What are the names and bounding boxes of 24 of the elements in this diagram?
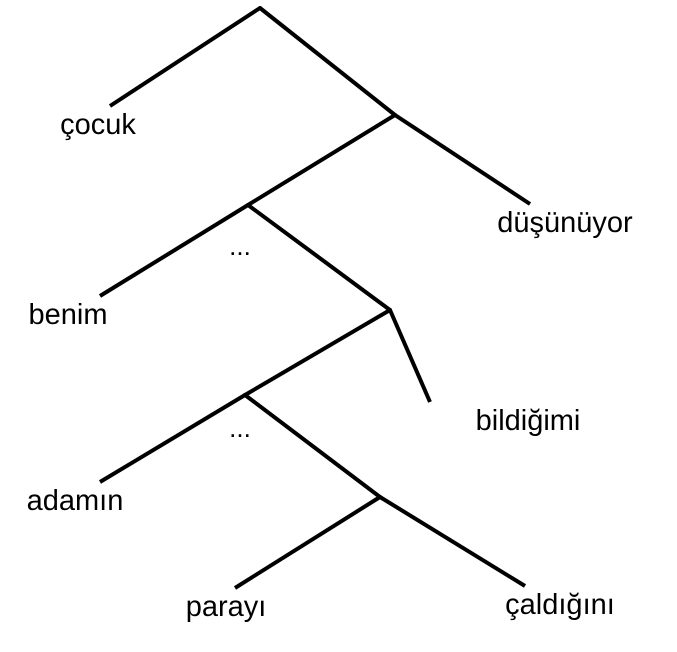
branch-point	[258, 6, 262, 10]
tree-branch	[244, 393, 382, 499]
tree-branch	[244, 308, 392, 397]
word-label: düşünüyor	[497, 204, 633, 242]
tree-branch	[246, 113, 396, 207]
word-label: benim	[28, 296, 108, 334]
word-label: parayı	[186, 588, 266, 626]
word-label: adamın	[26, 482, 124, 520]
tree-branch	[388, 309, 432, 403]
tree-branch	[234, 495, 382, 590]
word-label: çaldığını	[505, 586, 615, 624]
branch-point	[393, 113, 397, 117]
tree-branch	[258, 6, 396, 117]
tree-branch	[98, 203, 250, 298]
ellipsis-label: ...	[229, 418, 251, 438]
word-label: bildiğimi	[476, 402, 580, 440]
tree-branch	[378, 495, 526, 588]
ellipsis-label: ...	[229, 236, 251, 256]
word-label: çocuk	[60, 106, 136, 144]
tree-branch	[394, 113, 532, 206]
tree-branch	[246, 203, 392, 312]
tree-branch	[98, 393, 246, 484]
tree-branch	[108, 6, 262, 108]
branch-point	[388, 308, 392, 312]
